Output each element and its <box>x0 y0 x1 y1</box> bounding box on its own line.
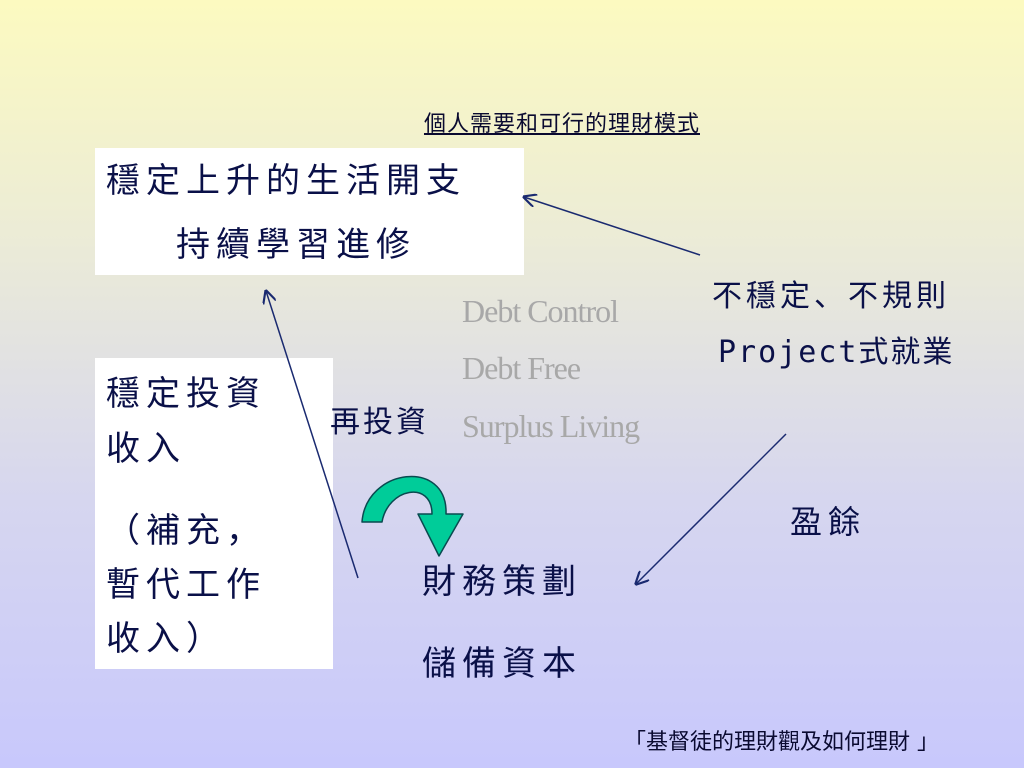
left-box-line4: 暫代工作 <box>106 565 266 605</box>
center-line1: 財務策劃 <box>422 562 582 602</box>
reinvest-curved-arrow <box>361 475 464 557</box>
stage-surplus-living: Surplus Living <box>462 408 640 444</box>
right-line2: Project式就業 <box>718 335 955 370</box>
stage-debt-free: Debt Free <box>462 350 581 386</box>
source-caption: 「基督徒的理財觀及如何理財 」 <box>624 730 939 755</box>
stage-debt-control: Debt Control <box>462 293 619 329</box>
arrow-right-to-top <box>524 197 701 256</box>
left-box-line5: 收入） <box>106 619 226 659</box>
surplus-label: 盈餘 <box>790 503 867 541</box>
top-box-line2: 持續學習進修 <box>176 225 416 265</box>
top-box-line1: 穩定上升的生活開支 <box>106 161 466 201</box>
right-line1: 不穩定、不規則 <box>712 279 950 314</box>
arrow-surplus-to-center <box>636 433 787 584</box>
center-line2: 儲備資本 <box>422 644 582 684</box>
left-box-background <box>95 358 333 669</box>
arrow-reinvest-to-top <box>266 291 359 579</box>
top-box-background <box>95 148 524 275</box>
reinvest-label: 再投資 <box>330 405 429 440</box>
left-box-line2: 收入 <box>106 429 186 469</box>
page-title: 個人需要和可行的理財模式 <box>423 112 700 137</box>
left-box-line3: （補充， <box>106 511 266 551</box>
left-box-line1: 穩定投資 <box>106 374 266 414</box>
